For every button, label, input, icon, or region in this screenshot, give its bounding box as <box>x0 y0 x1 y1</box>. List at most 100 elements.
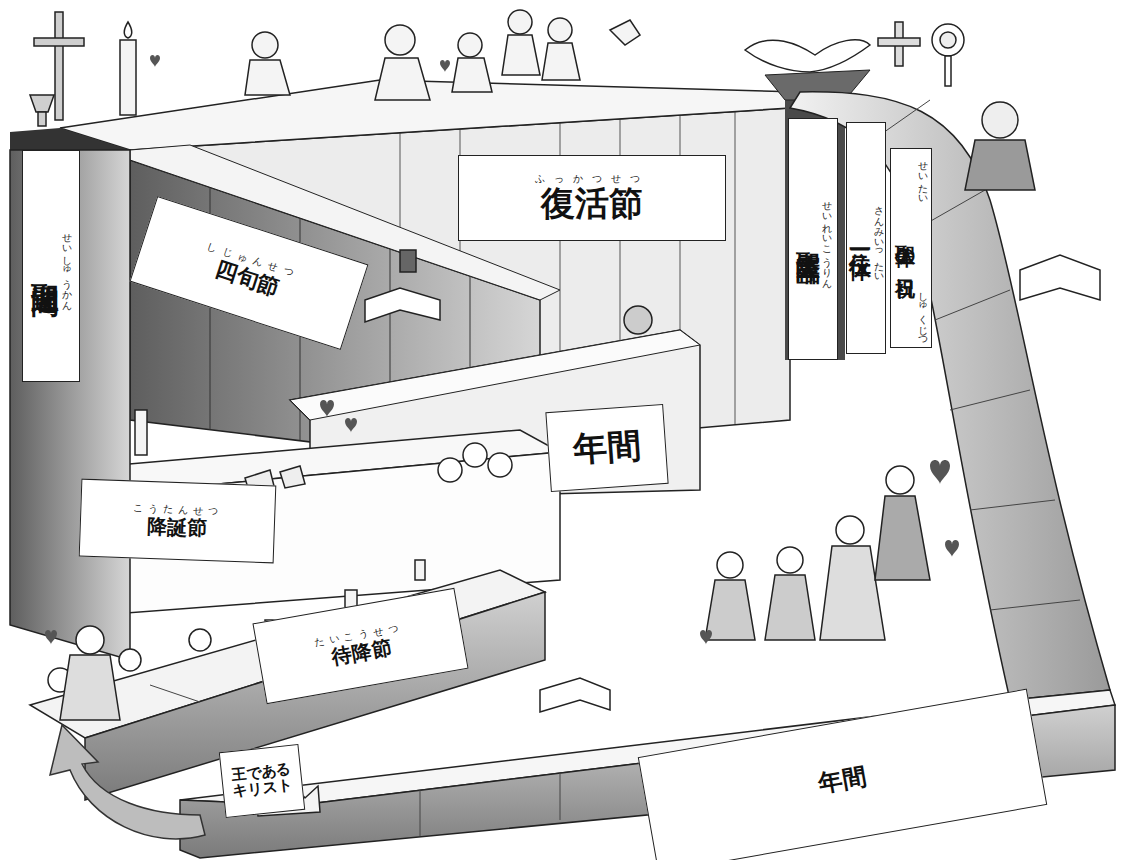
heart <box>945 540 959 557</box>
monstrance <box>945 56 951 86</box>
holy-week-symbols <box>30 12 136 126</box>
jar <box>400 250 416 272</box>
person <box>548 18 572 42</box>
season-name: 復活節 <box>541 186 643 222</box>
furigana: こうたんせつ <box>133 503 223 516</box>
season-name: 降誕節 <box>147 515 208 538</box>
season-name: 年間 <box>817 764 869 797</box>
seam <box>950 390 1030 410</box>
furigana: しゅくじつ <box>918 285 928 341</box>
season-box: 聖体の祝日せいたいしゅくじつ <box>890 148 932 348</box>
chalice <box>38 112 46 126</box>
heart <box>440 60 450 72</box>
season-name: 年間 <box>572 428 642 468</box>
holy-week-tower <box>10 150 130 660</box>
person <box>886 466 914 494</box>
bottom-seams <box>420 773 560 836</box>
person <box>76 626 104 654</box>
person <box>717 552 743 578</box>
person <box>119 649 141 671</box>
season-box: 聖霊降臨せいれいこうりん <box>788 118 838 360</box>
seam <box>935 290 1010 320</box>
person <box>502 35 540 75</box>
monstrance <box>940 32 956 48</box>
jesus <box>965 140 1035 190</box>
person <box>252 32 278 58</box>
season-name: 聖体の祝日 <box>895 229 916 267</box>
heart <box>150 55 160 67</box>
seam <box>150 685 200 702</box>
easter-people <box>245 10 640 100</box>
book <box>365 288 440 322</box>
season-box: 年間 <box>638 689 1047 860</box>
person <box>777 547 803 573</box>
jesus <box>982 102 1018 138</box>
furigana-column: さんみいったい <box>874 123 884 353</box>
person <box>452 58 492 92</box>
furigana-column: せいしゅうかん <box>62 151 72 381</box>
furigana: せいれいこうりん <box>822 195 832 283</box>
heart <box>700 630 712 644</box>
seam <box>560 773 561 820</box>
chalice <box>30 95 54 112</box>
cross <box>34 38 84 46</box>
season-box: こうたんせつ降誕節 <box>79 479 277 564</box>
cross <box>55 12 63 120</box>
season-name: 三位一体 <box>848 232 871 244</box>
person <box>508 10 532 34</box>
dove <box>610 20 640 45</box>
seam <box>880 100 930 135</box>
flame <box>124 22 132 38</box>
person <box>245 60 290 95</box>
person <box>705 580 755 640</box>
holy-family <box>463 443 487 467</box>
cycle-arrow <box>50 725 205 839</box>
seam <box>420 790 421 836</box>
person <box>385 25 415 55</box>
dove <box>745 40 870 72</box>
person <box>189 629 211 651</box>
heart <box>930 460 950 484</box>
holy-family <box>488 453 512 477</box>
furigana-column: せいれいこうりん <box>822 119 832 359</box>
crown <box>280 466 305 488</box>
season-box: 聖週間せいしゅうかん <box>22 150 80 382</box>
top-walk <box>60 80 800 150</box>
person <box>375 58 430 100</box>
dark-column <box>785 95 845 360</box>
season-name: 聖週間 <box>30 262 59 271</box>
furigana: せいたい <box>918 155 928 199</box>
monstrance <box>932 24 964 56</box>
season-box: ふっかつせつ復活節 <box>458 155 726 241</box>
cross <box>878 38 920 46</box>
book <box>540 678 610 712</box>
heart <box>345 418 357 432</box>
person <box>836 516 864 544</box>
hearts <box>45 55 959 644</box>
person <box>820 546 885 640</box>
person <box>542 43 580 80</box>
person <box>765 575 815 640</box>
right-curve <box>790 92 1110 700</box>
furigana: せいしゅうかん <box>62 227 72 305</box>
person <box>60 655 120 720</box>
season-name: 聖霊降臨 <box>794 233 819 245</box>
seam <box>970 500 1055 510</box>
season-name: 王である キリスト <box>222 761 303 800</box>
season-box: 三位一体さんみいったい <box>846 122 886 354</box>
furigana: さんみいったい <box>874 199 884 277</box>
jesus <box>624 306 652 334</box>
candle <box>120 40 136 115</box>
season-box: 年間 <box>545 404 668 492</box>
seam <box>990 600 1080 610</box>
heart <box>45 630 57 644</box>
season-box: 王である キリスト <box>219 744 305 818</box>
candle <box>415 560 425 580</box>
furigana-column: せいたいしゅくじつ <box>918 149 928 347</box>
heart <box>320 400 334 417</box>
top-dark <box>10 128 130 150</box>
candle <box>135 410 147 455</box>
seam <box>735 112 736 424</box>
book <box>1020 255 1100 300</box>
